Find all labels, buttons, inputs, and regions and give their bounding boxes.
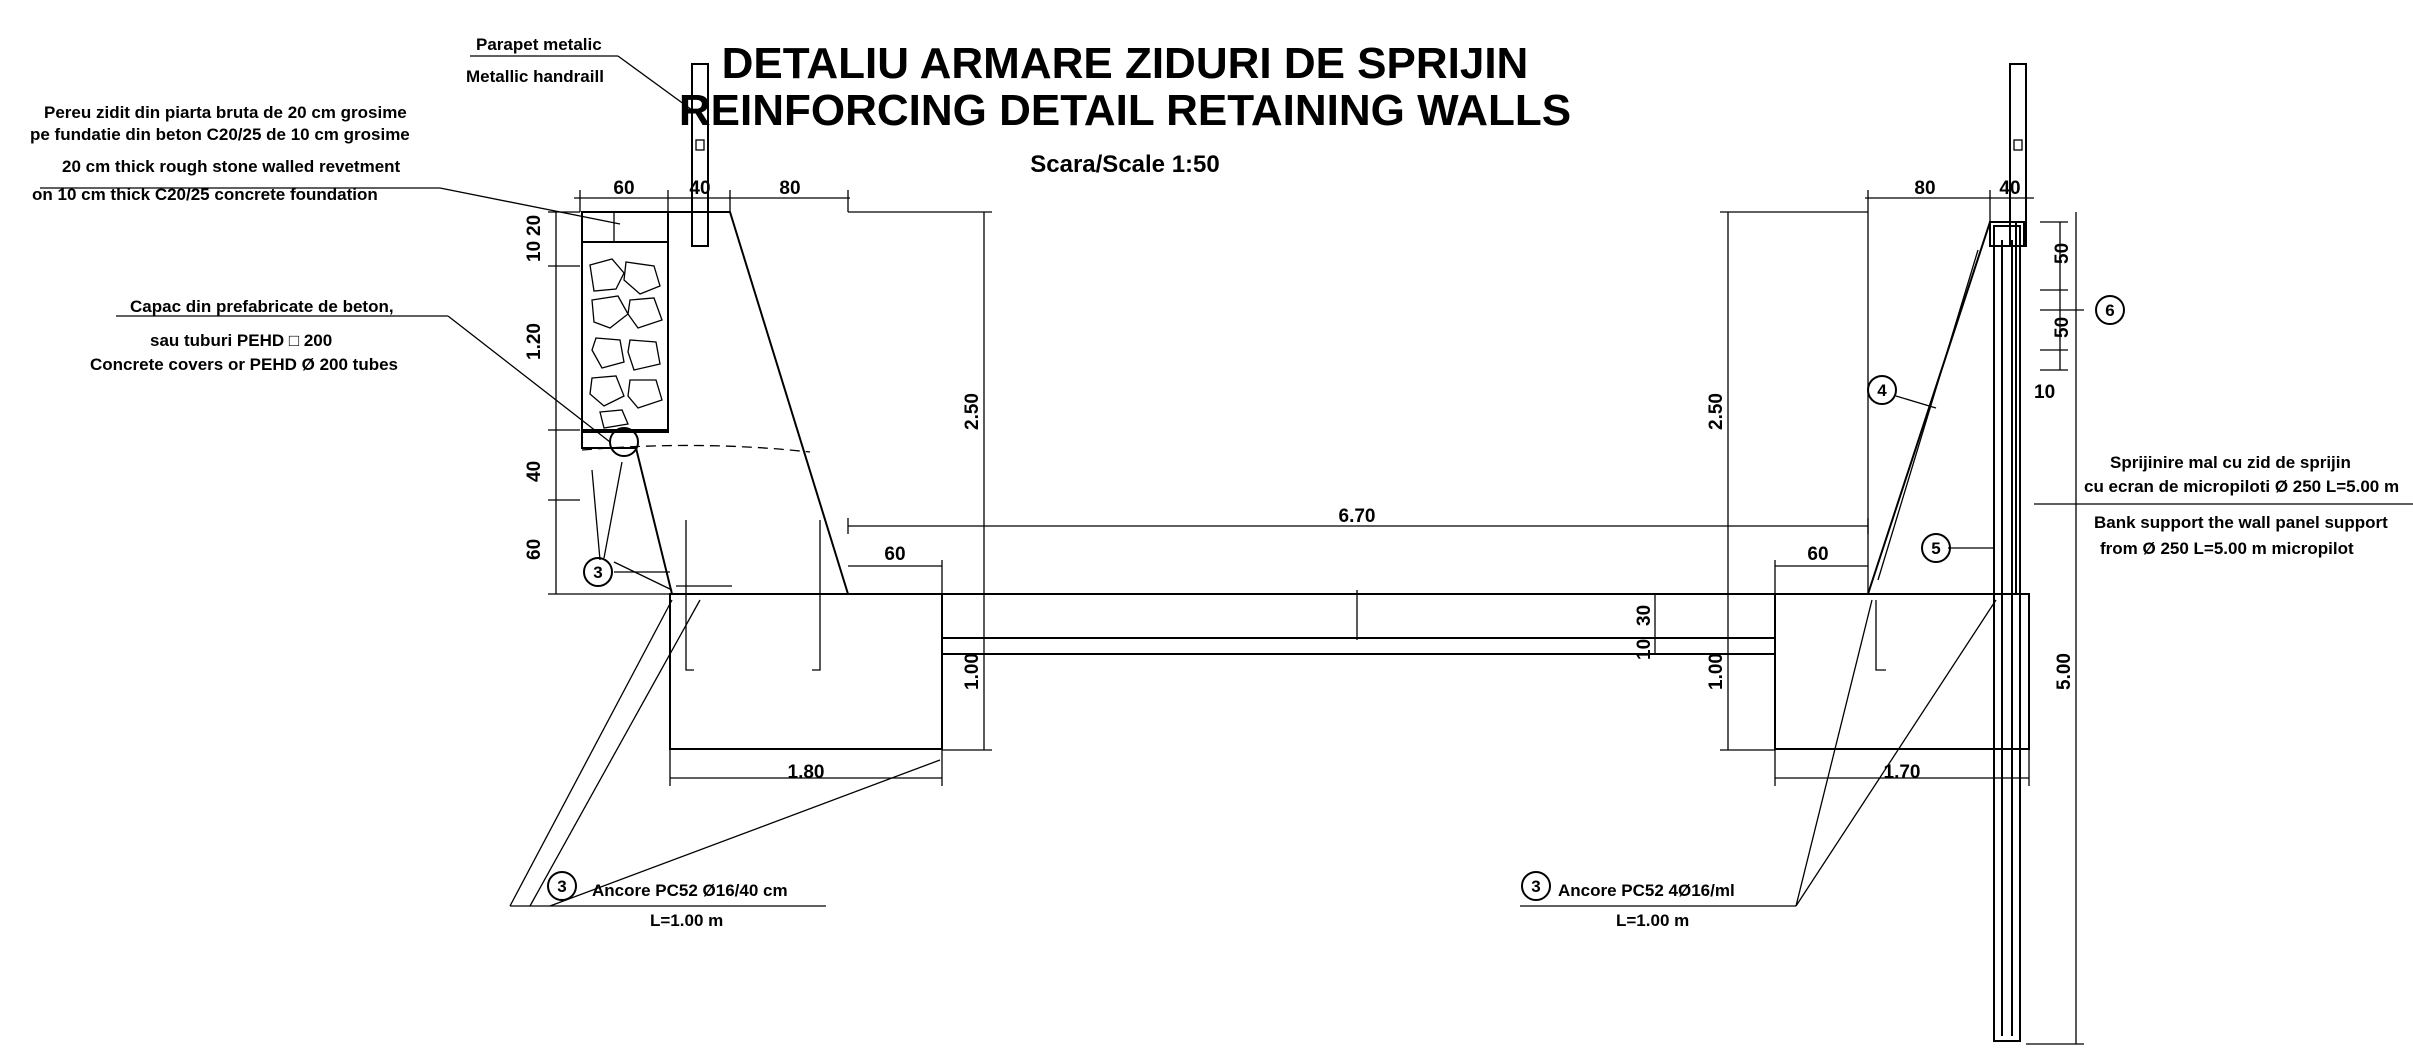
bottom-slab bbox=[941, 590, 1776, 655]
bank-ro-1: Sprijinire mal cu zid de sprijin bbox=[2110, 453, 2351, 472]
right-parapet-post bbox=[2009, 63, 2027, 247]
anchor-right-length: L=1.00 m bbox=[1616, 911, 1689, 930]
dim-250-right: 2.50 bbox=[1706, 393, 1727, 430]
dim-30-slab: 30 bbox=[1634, 605, 1655, 626]
dim-100-right: 1.00 bbox=[1706, 653, 1727, 690]
dim-250-left: 2.50 bbox=[962, 393, 983, 430]
dim-40-side: 40 bbox=[524, 461, 545, 482]
dim-60-left-base: 60 bbox=[884, 544, 905, 565]
revetment-ro-2: pe fundatie din beton C20/25 de 10 cm gr… bbox=[30, 125, 410, 144]
parapet-ro: Parapet metalic bbox=[476, 35, 602, 54]
bank-en-1: Bank support the wall panel support bbox=[2094, 513, 2388, 532]
right-footing bbox=[1774, 593, 2030, 750]
dim-40-top-right: 40 bbox=[1999, 178, 2020, 199]
svg-text:5: 5 bbox=[1931, 539, 1940, 558]
dim-50-a: 50 bbox=[2052, 243, 2073, 264]
dim-80-top-left: 80 bbox=[779, 178, 800, 199]
svg-text:3: 3 bbox=[593, 563, 602, 582]
title-en: REINFORCING DETAIL RETAINING WALLS bbox=[679, 86, 1571, 135]
marker-3-right-anchor: 3 bbox=[1521, 871, 1551, 901]
left-retaining-wall bbox=[581, 63, 943, 750]
scale-label: Scara/Scale 1:50 bbox=[1030, 151, 1219, 178]
svg-text:3: 3 bbox=[1531, 877, 1540, 896]
dim-10: 10 bbox=[524, 241, 545, 262]
dimension-lines bbox=[548, 190, 2084, 1045]
svg-text:4: 4 bbox=[1877, 381, 1887, 400]
anchor-left: Ancore PC52 Ø16/40 cm bbox=[592, 881, 788, 900]
marker-4: 4 bbox=[1867, 375, 1897, 405]
left-parapet-post bbox=[691, 63, 709, 247]
right-retaining-wall bbox=[1774, 63, 2030, 1042]
dim-120: 1.20 bbox=[524, 323, 545, 360]
dim-500: 5.00 bbox=[2054, 653, 2075, 690]
anchor-right: Ancore PC52 4Ø16/ml bbox=[1558, 881, 1735, 900]
left-footing bbox=[669, 593, 943, 750]
dim-60-side: 60 bbox=[524, 539, 545, 560]
revetment-ro-1: Pereu zidit din piarta bruta de 20 cm gr… bbox=[44, 103, 407, 122]
revetment-en-2: on 10 cm thick C20/25 concrete foundatio… bbox=[32, 185, 378, 204]
marker-5: 5 bbox=[1921, 533, 1951, 563]
anchor-left-length: L=1.00 m bbox=[650, 911, 723, 930]
micropile bbox=[1993, 225, 2021, 1042]
dim-60-right-base: 60 bbox=[1807, 544, 1828, 565]
dim-20: 20 bbox=[524, 215, 545, 236]
marker-3-left-upper: 3 bbox=[583, 557, 613, 587]
marker-6: 6 bbox=[2095, 295, 2125, 325]
dim-60-top-left: 60 bbox=[613, 178, 634, 199]
stones bbox=[589, 258, 663, 429]
dim-40-top-left: 40 bbox=[689, 178, 710, 199]
dim-670: 6.70 bbox=[1339, 506, 1376, 527]
dim-50-b: 50 bbox=[2052, 317, 2073, 338]
parapet-en: Metallic handraill bbox=[466, 67, 604, 86]
left-cap-block bbox=[581, 211, 669, 243]
leader-lines bbox=[40, 55, 2413, 907]
capac-ro-1: Capac din prefabricate de beton, bbox=[130, 297, 394, 316]
slab-subbase bbox=[941, 637, 1776, 655]
dim-100-left: 1.00 bbox=[962, 653, 983, 690]
marker-3-left-anchor: 3 bbox=[547, 871, 577, 901]
dim-180: 1.80 bbox=[788, 762, 825, 783]
dim-10-right: 10 bbox=[2034, 382, 2055, 403]
svg-text:6: 6 bbox=[2105, 301, 2114, 320]
bank-en-2: from Ø 250 L=5.00 m micropilot bbox=[2100, 539, 2354, 558]
capac-ro-2: sau tuburi PEHD □ 200 bbox=[150, 331, 332, 350]
dim-10-slab: 10 bbox=[1634, 639, 1655, 660]
dim-170: 1.70 bbox=[1884, 762, 1921, 783]
title-ro: DETALIU ARMARE ZIDURI DE SPRIJIN bbox=[722, 39, 1529, 88]
revetment-en-1: 20 cm thick rough stone walled revetment bbox=[62, 157, 401, 176]
bank-ro-2: cu ecran de micropiloti Ø 250 L=5.00 m bbox=[2084, 477, 2399, 496]
svg-text:3: 3 bbox=[557, 877, 566, 896]
capac-en: Concrete covers or PEHD Ø 200 tubes bbox=[90, 355, 398, 374]
left-wall-stem bbox=[581, 211, 850, 595]
dim-80-top-right: 80 bbox=[1914, 178, 1935, 199]
